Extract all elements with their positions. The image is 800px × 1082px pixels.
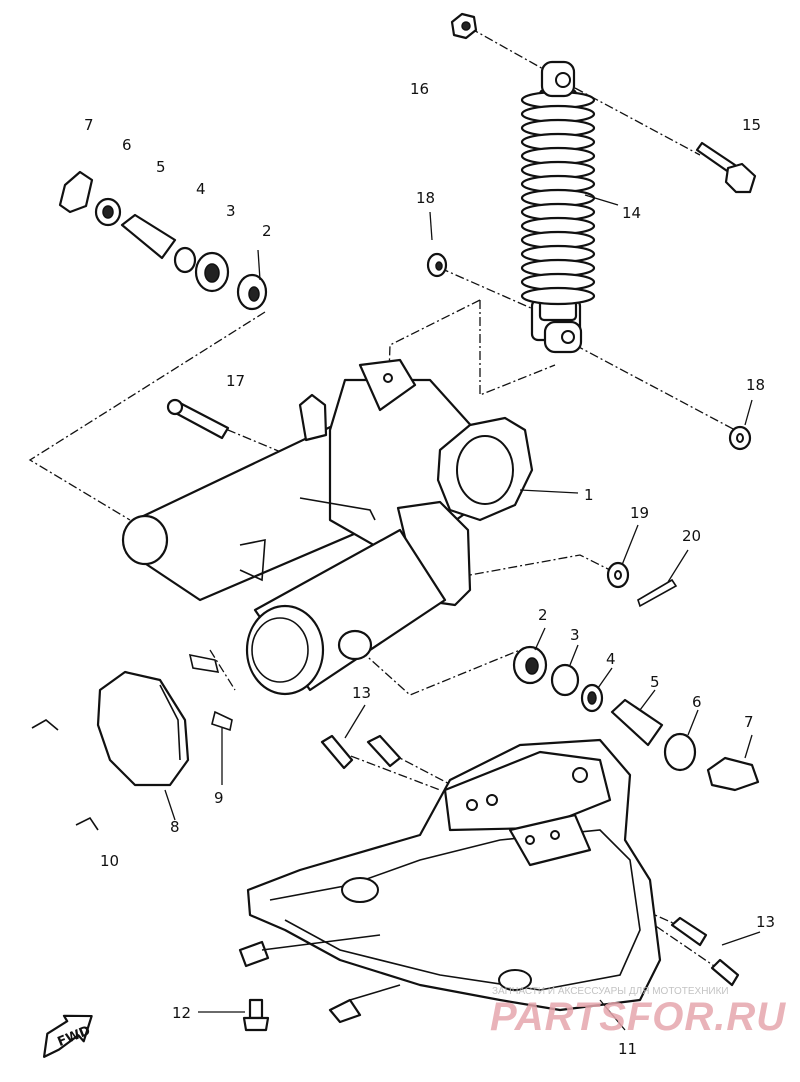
callout-c6a: 6: [122, 136, 132, 154]
callout-c19: 19: [630, 504, 649, 522]
callout-c15: 15: [742, 116, 761, 134]
bolt-12: [242, 998, 270, 1032]
callout-c2b: 2: [538, 606, 548, 624]
swing-arm: [121, 358, 534, 696]
callout-c11: 11: [618, 1040, 637, 1058]
callout-c5b: 5: [650, 673, 660, 691]
callout-c13b: 13: [756, 913, 775, 931]
callout-c4a: 4: [196, 180, 206, 198]
washer-18-lower: [728, 425, 752, 451]
callout-c16: 16: [410, 80, 429, 98]
fwd-arrow-icon: FWD: [42, 1014, 93, 1058]
bearing-stack-lower: [512, 645, 760, 792]
callout-c7a: 7: [84, 116, 94, 134]
callout-c10: 10: [100, 852, 119, 870]
leader-lines: [164, 194, 761, 1031]
watermark: ЗАПЧАСТИ И АКСЕССУАРЫ ДЛЯ МОТОТЕХНИКИ PA…: [490, 986, 786, 1039]
callout-c14: 14: [622, 204, 641, 222]
cotter-pin-20: [637, 578, 678, 608]
callout-c6b: 6: [692, 693, 702, 711]
watermark-brand: PARTSFOR.RU: [490, 995, 786, 1039]
callout-c8: 8: [170, 818, 180, 836]
callout-c17: 17: [226, 372, 245, 390]
nut-16: [450, 12, 478, 40]
cover-8: [96, 670, 190, 787]
callout-c3a: 3: [226, 202, 236, 220]
callout-c7b: 7: [744, 713, 754, 731]
callout-c5a: 5: [156, 158, 166, 176]
callout-c2a: 2: [262, 222, 272, 240]
washer-18-upper: [426, 252, 448, 278]
watermark-caption: ЗАПЧАСТИ И АКСЕССУАРЫ ДЛЯ МОТОТЕХНИКИ: [492, 986, 729, 997]
callout-c1: 1: [584, 486, 594, 504]
seal-9: [188, 653, 233, 732]
callout-c9: 9: [214, 789, 224, 807]
callout-c13a: 13: [352, 684, 371, 702]
callout-c18a: 18: [416, 189, 435, 207]
callout-c4b: 4: [606, 650, 616, 668]
callout-c18b: 18: [746, 376, 765, 394]
clip-10: [31, 719, 99, 831]
washer-19: [606, 561, 630, 589]
bolt-15: [695, 141, 757, 194]
bolts-13: [320, 734, 740, 987]
callout-c20: 20: [682, 527, 701, 545]
skid-plate: [238, 738, 662, 1024]
spring-coil: [520, 286, 596, 306]
callout-c12: 12: [172, 1004, 191, 1022]
callout-labels: 7 6 5 4 3 2 16 15 14 18 18 17 1 19 20 2 3 4 5 6 7 13 13 9 8 10 12 1…: [84, 80, 775, 1058]
bolt-17: [166, 398, 230, 440]
callout-c3b: 3: [570, 626, 580, 644]
shock-absorber: [520, 60, 596, 354]
bearing-stack-upper: [58, 170, 268, 311]
